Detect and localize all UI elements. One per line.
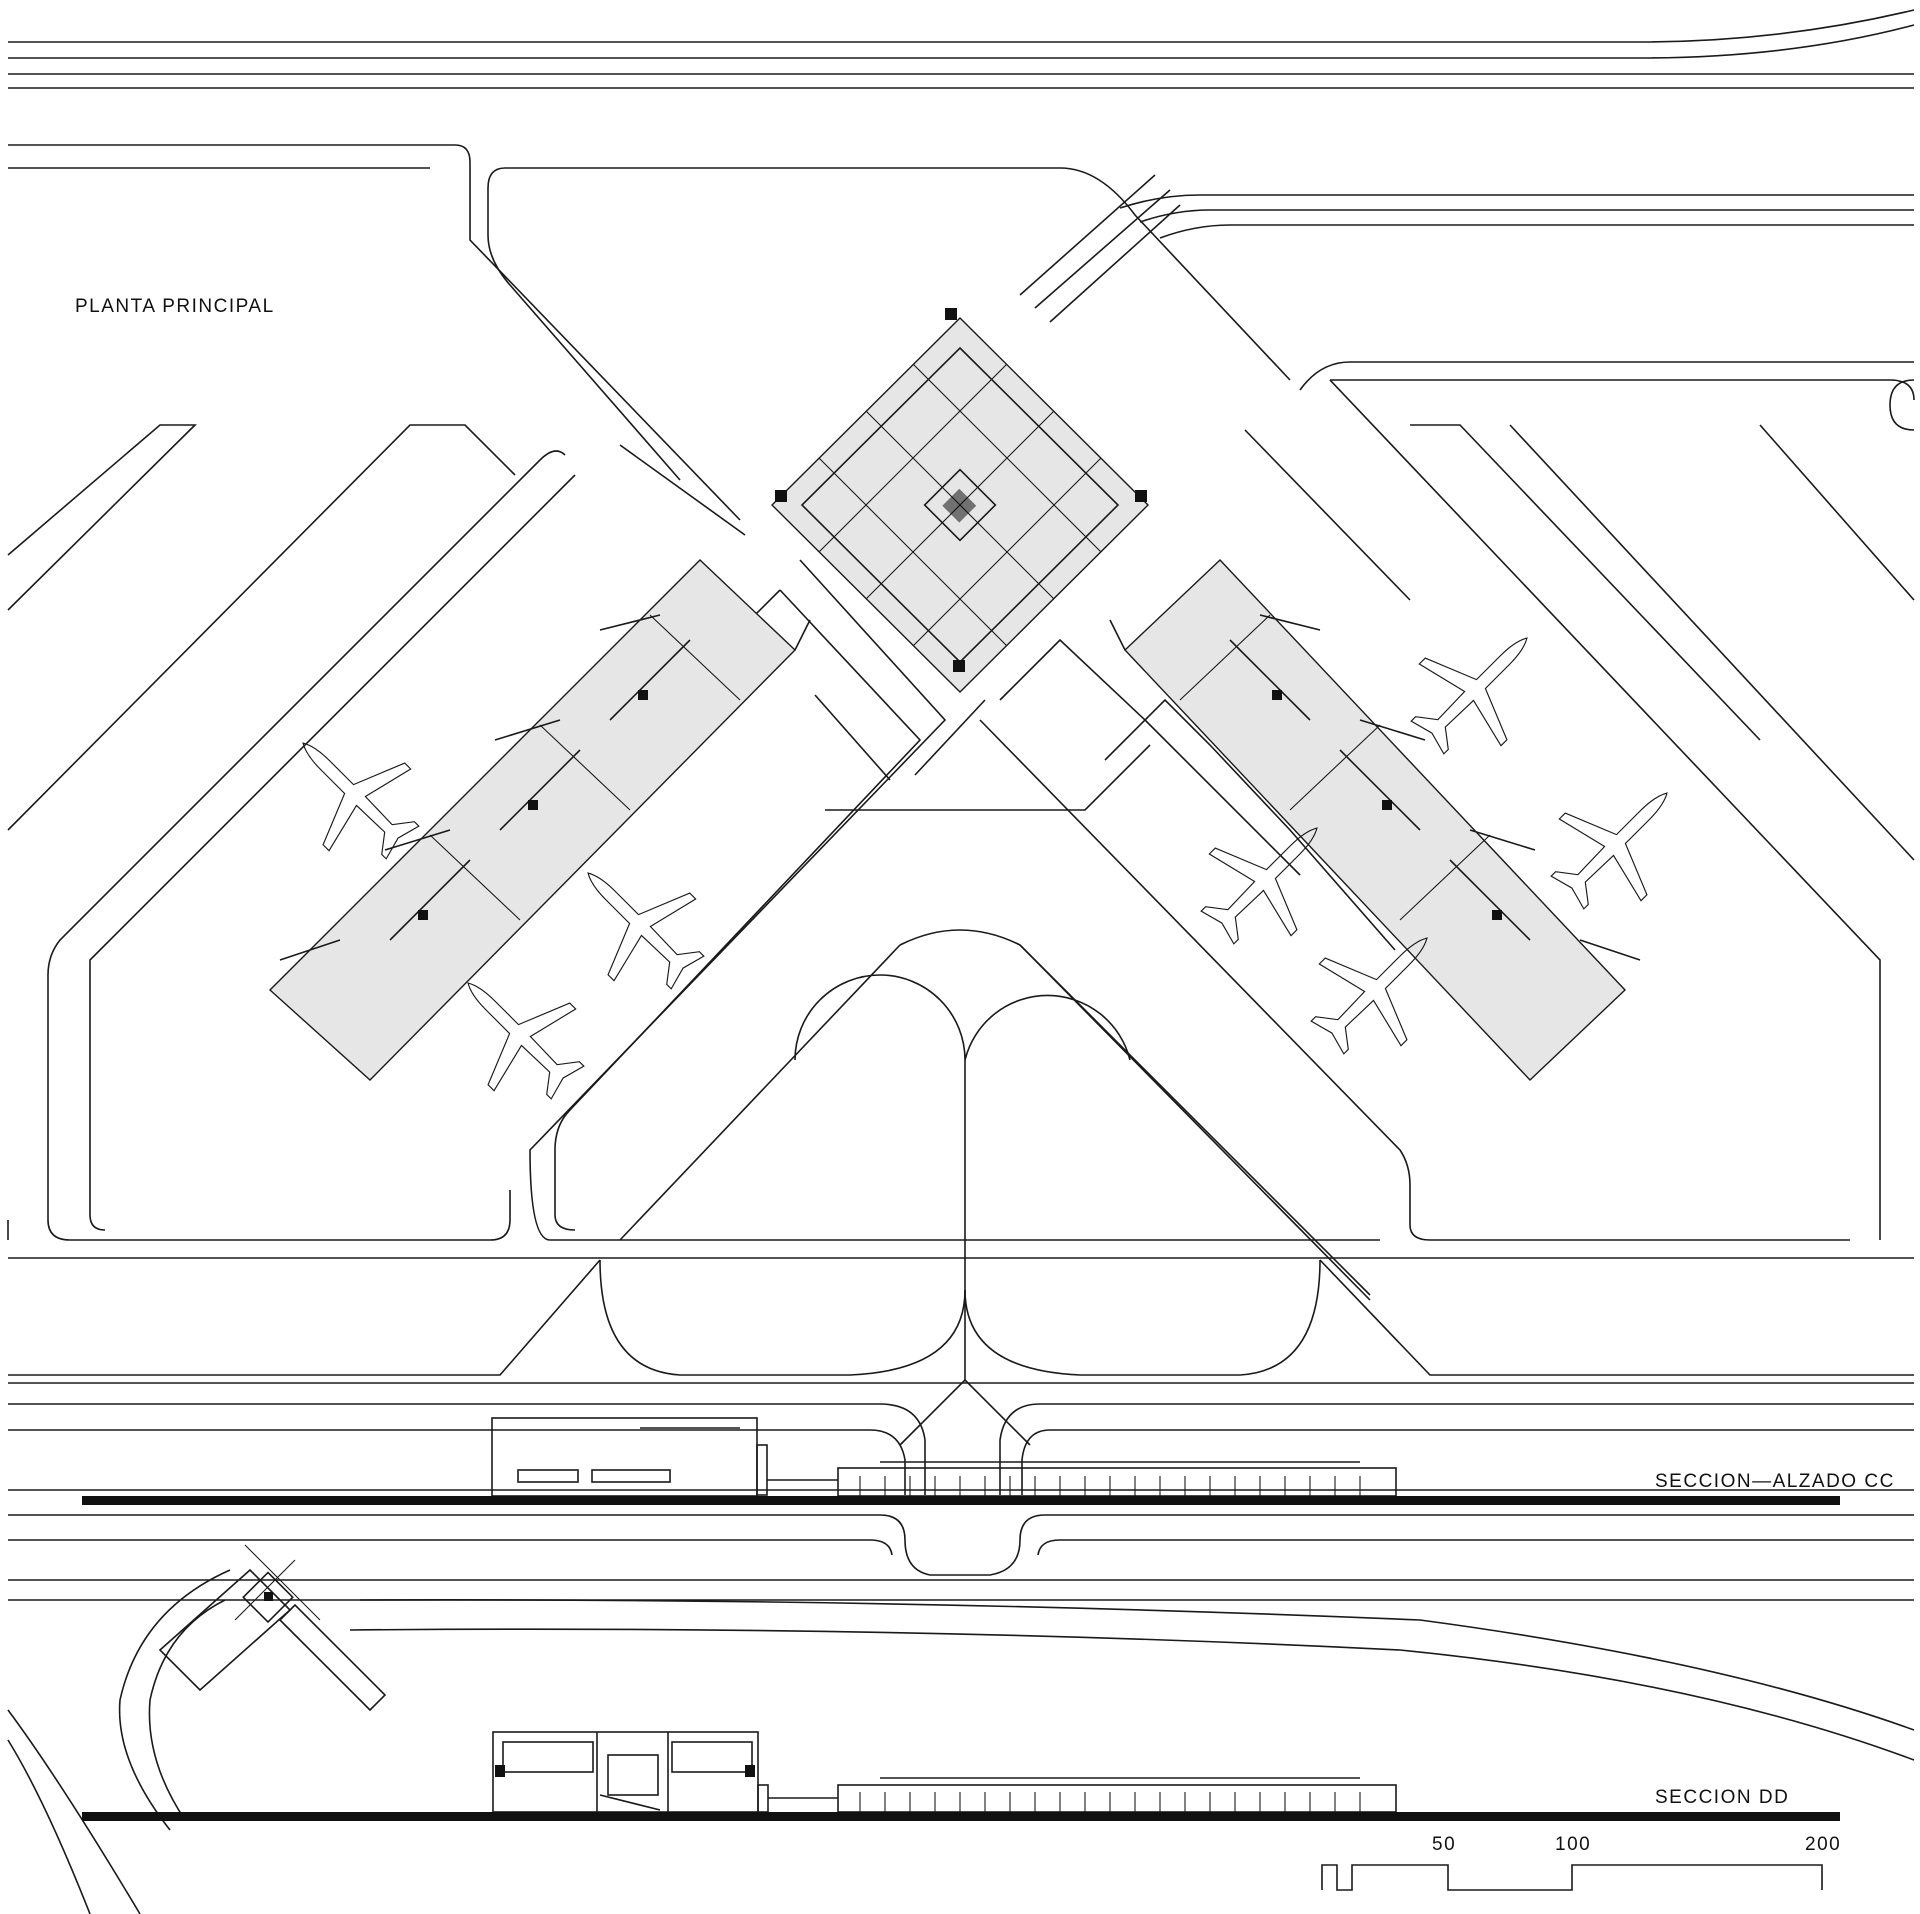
scale-tick-100: 100: [1555, 1834, 1591, 1855]
east-pier: [1109, 559, 1626, 1081]
remote-stand-detail: [118, 1544, 387, 1831]
scale-bar: 50 100 200: [1321, 1834, 1841, 1891]
east-service-roads: [1244, 361, 1915, 1240]
section-dd: SECCION DD: [82, 1731, 1840, 1821]
west-pier: [268, 559, 811, 1081]
section-cc-label: SECCION—ALZADO CC: [1655, 1471, 1895, 1492]
section-dd-label: SECCION DD: [1655, 1787, 1789, 1808]
scale-tick-200: 200: [1805, 1834, 1841, 1855]
scale-tick-50: 50: [1432, 1834, 1456, 1855]
west-service-roads: [7, 424, 746, 1241]
apron-triangle: [8, 929, 1914, 1446]
section-dd-ground-line: [82, 1812, 1840, 1821]
taxiway-bands: [7, 1257, 1915, 1914]
section-cc-ground-line: [82, 1496, 1840, 1505]
boarding-bridges: [279, 614, 1641, 961]
top-highway-lines: [8, 9, 1915, 521]
central-terminal: [771, 174, 1181, 693]
section-cc: SECCION—ALZADO CC: [82, 1417, 1895, 1505]
plan-title: PLANTA PRINCIPAL: [75, 296, 275, 317]
